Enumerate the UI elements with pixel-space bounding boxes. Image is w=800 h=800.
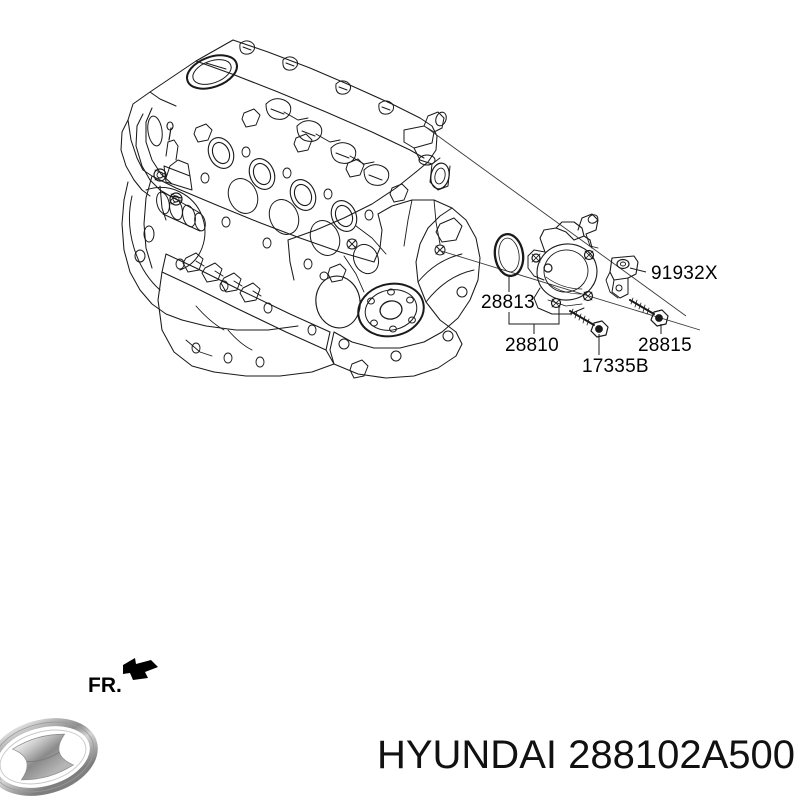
footer-part-caption: HYUNDAI 288102A500 (376, 733, 795, 777)
callout-leaders (508, 267, 662, 355)
callout-label-91932x: 91932X (651, 263, 718, 284)
hyundai-logo-icon (0, 718, 98, 796)
part-bolt-17335B (569, 308, 609, 338)
front-direction-label: FR. (88, 674, 122, 697)
engine-assembly-drawing (120, 39, 481, 379)
callout-label-28813: 28813 (481, 292, 535, 313)
orientation-marker: FR. (88, 658, 158, 700)
part-gasket-28813 (493, 232, 525, 278)
callout-label-28810: 28810 (505, 335, 559, 356)
part-vacuum-pump-28810 (527, 213, 599, 315)
part-clamp-bracket-91932X (605, 255, 639, 299)
callout-label-17335b: 17335B (582, 356, 649, 377)
front-direction-arrow-icon (123, 658, 158, 680)
part-bolt-28815 (629, 297, 669, 327)
callout-label-28815: 28815 (638, 335, 692, 356)
